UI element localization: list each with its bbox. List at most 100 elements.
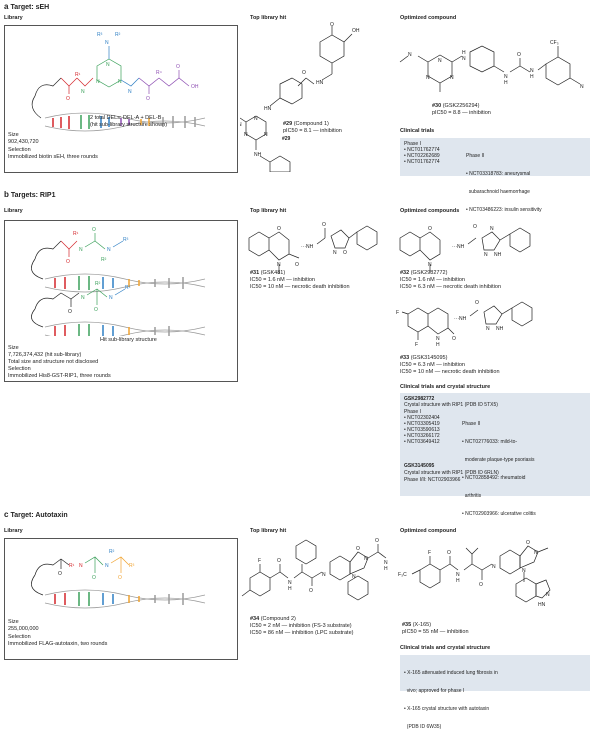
svg-text:H: H	[504, 80, 508, 86]
svg-text:N: N	[352, 574, 356, 580]
compound-35-caption: #35 (X-165)	[402, 622, 432, 628]
compound-33-activity2: IC50 = 10 nM — necrotic death inhibition	[400, 369, 500, 375]
svg-text:OH: OH	[191, 84, 199, 90]
svg-text:R³: R³	[123, 237, 129, 243]
compound-34-caption: #34 (Compound 2)	[250, 616, 296, 622]
panel-c-trials-title: Clinical trials and crystal structure	[400, 645, 491, 651]
svg-text:H: H	[288, 586, 292, 592]
svg-text:F: F	[396, 310, 399, 316]
compound-31-activity1: IC50 = 1.6 nM — inhibition	[250, 277, 315, 283]
svg-text:O: O	[94, 307, 98, 313]
panel-c-sel-label: Selection	[8, 634, 31, 640]
svg-text:#29: #29	[282, 136, 291, 142]
svg-text:O: O	[447, 550, 451, 556]
compound-35-structure: F₃C F O NH O N ONN NHN	[398, 540, 551, 608]
svg-text:R¹: R¹	[69, 563, 75, 569]
panel-c-trials-box: • X-165 attenuated induced lung fibrosis…	[400, 655, 590, 730]
svg-text:O: O	[343, 250, 347, 256]
compound-29-structure: OH O HN O HN NNN N NH #29	[240, 22, 360, 172]
trial-item: • NCT03266172	[404, 433, 440, 439]
svg-text:H: H	[530, 74, 534, 80]
svg-text:O: O	[322, 222, 326, 228]
trial-item: (PDB ID 6W35)	[404, 724, 442, 730]
svg-text:O: O	[309, 588, 313, 594]
panel-a-trials-box: Phase I • NCT01762774 • NCT02262689 • NC…	[400, 138, 590, 213]
svg-text:H: H	[462, 50, 466, 56]
svg-text:NH: NH	[254, 152, 262, 158]
svg-text:N: N	[426, 75, 430, 81]
trial-item: • NCT02903966: ulcerative colitis	[462, 511, 536, 517]
svg-text:O: O	[526, 540, 530, 546]
compound-31-activity2: IC50 = 10 nM — necrotic death inhibition	[250, 284, 350, 290]
panel-b-phase1: Phase I • NCT02302404 • NCT03305419 • NC…	[404, 409, 440, 445]
svg-text:N: N	[333, 250, 337, 256]
dna-helix-icon	[31, 258, 206, 293]
trial-item: • NCT02858492: rheumatoid	[462, 475, 526, 481]
svg-text:O: O	[452, 336, 456, 342]
svg-text:N: N	[438, 58, 442, 64]
svg-text:N: N	[408, 52, 412, 58]
svg-text:N: N	[118, 79, 122, 85]
svg-text:O: O	[68, 309, 72, 315]
dna-helix-icon	[31, 308, 206, 341]
svg-text:O: O	[92, 575, 96, 581]
svg-text:···NH: ···NH	[454, 316, 467, 322]
svg-text:OH: OH	[352, 28, 360, 34]
svg-text:N: N	[79, 247, 83, 253]
trial-item: • NCT02302404	[404, 415, 440, 421]
compound-29-caption: #29 (Compound 1)	[283, 121, 329, 127]
panel-b-library-head: Library	[4, 208, 23, 214]
panel-c-opt-head: Optimized compound	[400, 528, 457, 534]
panel-a-opt-head: Optimized compound	[400, 15, 457, 21]
svg-text:N: N	[81, 89, 85, 95]
panel-b-trials-box: GSK2982772 Crystal structure with RIP1 (…	[400, 393, 590, 517]
panel-b-lib-note: Hit sub-library structure	[100, 337, 157, 343]
svg-text:N: N	[484, 252, 488, 258]
compound-34-structure: F O NH O N ONN O NH	[241, 538, 388, 601]
panel-a-library-box: O R¹ N N N N N R³ R² N O R⁴ OH O 2 total…	[4, 25, 238, 173]
svg-text:O: O	[295, 262, 299, 268]
trial-item: • NCT01762774	[404, 159, 440, 165]
panel-b-size-note: Total size and structure not disclosed	[8, 359, 99, 365]
phase2-head: Phase II	[466, 153, 485, 159]
panel-b-size-label: Size	[8, 345, 19, 351]
svg-text:NH: NH	[494, 252, 502, 258]
svg-text:N: N	[436, 336, 440, 342]
gsk3145095-crystal: Crystal structure with RIP1 (PDB ID 6RLN…	[404, 470, 499, 476]
svg-text:H: H	[384, 566, 388, 572]
panel-a-hit-head: Top library hit	[250, 15, 287, 21]
panel-c-size-value: 255,000,000	[8, 626, 39, 632]
svg-text:N: N	[109, 295, 113, 301]
panel-c-hit-head: Top library hit	[250, 528, 287, 534]
svg-text:R²: R²	[109, 549, 115, 555]
svg-text:HN: HN	[316, 80, 324, 86]
compound-30-caption: #30 (GSK2256294)	[432, 103, 480, 109]
gsk2982772-label: GSK2982772	[404, 396, 435, 402]
svg-text:N: N	[456, 572, 460, 578]
panel-a-library-structure: O R¹ N N N N N R³ R² N O R⁴ OH O	[31, 32, 206, 132]
svg-text:N: N	[264, 132, 268, 138]
panel-b-library-box: O R¹ N O R² N R³ O N R² O N R³ Hi	[4, 220, 238, 382]
compound-33-caption: #33 (GSK3145095)	[400, 355, 448, 361]
svg-text:R¹: R¹	[75, 72, 81, 78]
compound-29-activity: pIC50 = 8.1 — inhibition	[283, 128, 342, 134]
panel-a-phase2: Phase II • NCT03318783: aneurysmal subar…	[466, 141, 542, 225]
svg-text:R¹: R¹	[73, 231, 79, 237]
svg-text:N: N	[105, 563, 109, 569]
svg-text:O: O	[473, 224, 477, 230]
svg-text:N: N	[106, 62, 110, 68]
svg-text:HN: HN	[264, 106, 272, 112]
svg-text:HN: HN	[538, 602, 546, 608]
svg-text:N: N	[580, 84, 584, 90]
svg-text:R³: R³	[97, 32, 103, 38]
svg-text:O: O	[92, 227, 96, 233]
svg-text:N: N	[81, 295, 85, 301]
svg-text:O: O	[475, 300, 479, 306]
gsk3145095-label: GSK3145095	[404, 463, 435, 469]
svg-text:F: F	[258, 558, 261, 564]
svg-text:···NH: ···NH	[301, 244, 314, 250]
svg-text:O: O	[302, 70, 306, 76]
svg-text:N: N	[530, 68, 534, 74]
